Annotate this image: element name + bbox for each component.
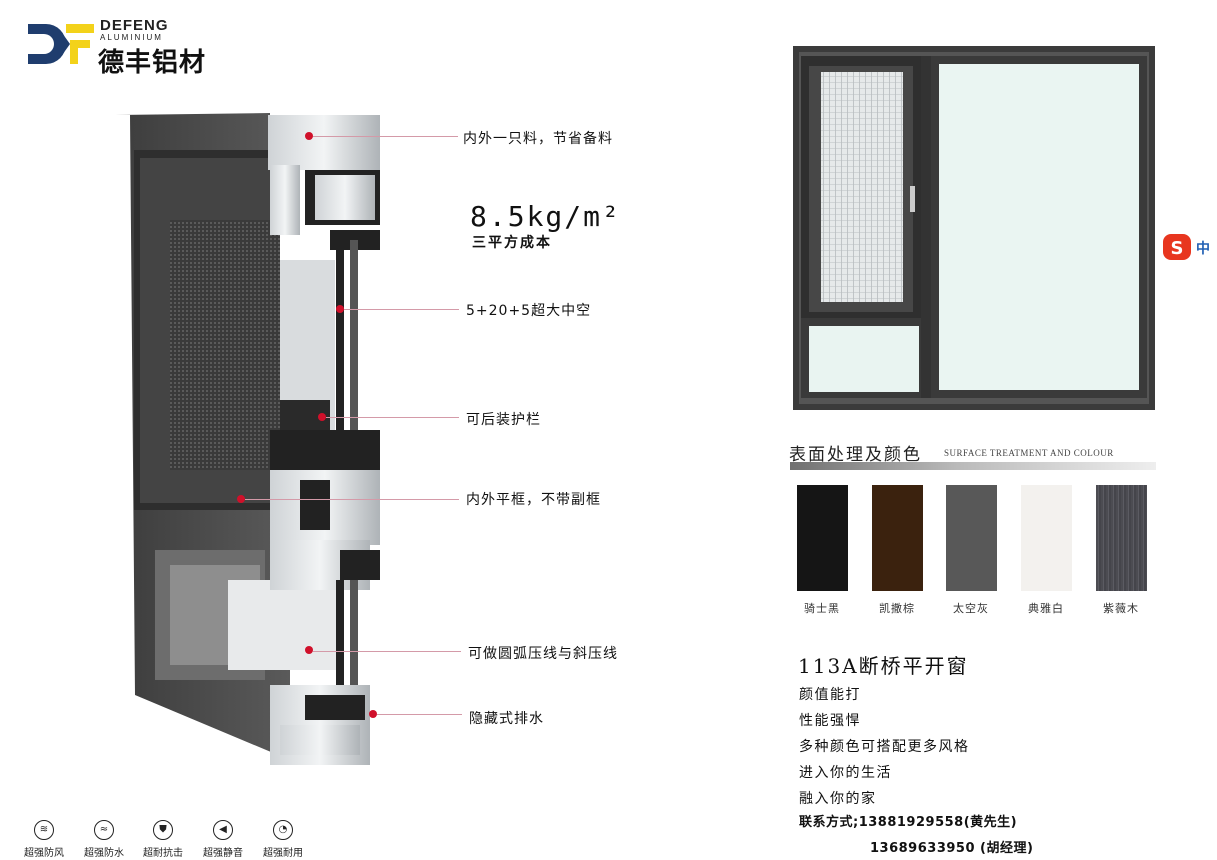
swatch-knight-black	[797, 485, 848, 591]
profile-cutaway-image	[115, 113, 380, 765]
brand-name-cn: 德丰铝材	[98, 48, 207, 78]
brand-sub-en: ALUMINIUM	[100, 33, 163, 42]
surface-title-en: SURFACE TREATMENT AND COLOUR	[944, 448, 1114, 458]
callout-line	[313, 651, 461, 652]
surface-divider-bar	[790, 462, 1156, 470]
callout-rear-guardrail: 可后装护栏	[466, 412, 541, 428]
svg-text:S: S	[1171, 238, 1184, 259]
feature-label: 超强耐用	[263, 848, 303, 859]
contact-phone-2: 13689633950 (胡经理)	[870, 841, 1034, 856]
feature-label: 超强静音	[203, 848, 243, 859]
product-title: 113A断桥平开窗	[798, 654, 969, 678]
contact-phone-1: 13881929558(黄先生)	[858, 815, 1018, 830]
callout-one-piece-material: 内外一只料，节省备料	[463, 131, 613, 147]
wind-icon: ≋	[34, 820, 54, 840]
swatch-crape-myrtle-wood	[1096, 485, 1147, 591]
swatch-name: 典雅白	[1028, 602, 1064, 615]
ime-s-icon[interactable]: S	[1162, 233, 1192, 261]
swatch-name: 太空灰	[953, 602, 989, 615]
callout-line	[313, 136, 458, 137]
swatch-name: 凯撒棕	[879, 602, 915, 615]
callout-dot	[336, 305, 344, 313]
callout-line	[245, 499, 459, 500]
feature-impact: ⛊ 超耐抗击	[133, 820, 193, 859]
product-line: 进入你的生活	[799, 765, 892, 781]
callout-insulated-glass: 5+20+5超大中空	[466, 303, 592, 319]
feature-durable: ◔ 超强耐用	[253, 820, 313, 859]
product-line: 融入你的家	[799, 791, 877, 807]
weight-value: 8.5kg/m²	[470, 200, 621, 233]
feature-waterproof: ≈ 超强防水	[74, 820, 134, 859]
swatch-caesar-brown	[872, 485, 923, 591]
callout-hidden-drainage: 隐藏式排水	[469, 711, 544, 727]
callout-line	[326, 417, 459, 418]
callout-line	[377, 714, 462, 715]
callout-dot	[318, 413, 326, 421]
feature-windproof: ≋ 超强防风	[14, 820, 74, 859]
callout-dot	[237, 495, 245, 503]
swatch-elegant-white	[1021, 485, 1072, 591]
callout-flush-frame: 内外平框，不带副框	[466, 492, 601, 508]
speaker-icon: ◀	[213, 820, 233, 840]
gauge-icon: ◔	[273, 820, 293, 840]
feature-label: 超耐抗击	[143, 848, 183, 859]
shield-icon: ⛊	[153, 820, 173, 840]
ime-language-label[interactable]: 中	[1196, 241, 1210, 257]
contact-line: 联系方式;13881929558(黄先生)	[799, 811, 1017, 830]
surface-title-cn: 表面处理及颜色	[789, 445, 922, 465]
feature-label: 超强防风	[24, 848, 64, 859]
swatch-space-gray	[946, 485, 997, 591]
water-icon: ≈	[94, 820, 114, 840]
callout-bead-options: 可做圆弧压线与斜压线	[468, 646, 618, 662]
product-line: 性能强悍	[799, 713, 861, 729]
callout-dot	[369, 710, 377, 718]
swatch-name: 骑士黑	[804, 602, 840, 615]
feature-label: 超强防水	[84, 848, 124, 859]
window-elevation-image	[793, 46, 1155, 410]
contact-label: 联系方式;	[799, 815, 859, 830]
brand-name-en: DEFENG	[100, 17, 169, 34]
weight-caption: 三平方成本	[472, 235, 552, 251]
feature-silent: ◀ 超强静音	[193, 820, 253, 859]
callout-dot	[305, 132, 313, 140]
swatch-name: 紫薇木	[1103, 602, 1139, 615]
defeng-logo-icon	[28, 24, 94, 64]
product-line: 多种颜色可搭配更多风格	[799, 739, 970, 755]
callout-line	[344, 309, 459, 310]
product-line: 颜值能打	[799, 687, 861, 703]
callout-dot	[305, 646, 313, 654]
